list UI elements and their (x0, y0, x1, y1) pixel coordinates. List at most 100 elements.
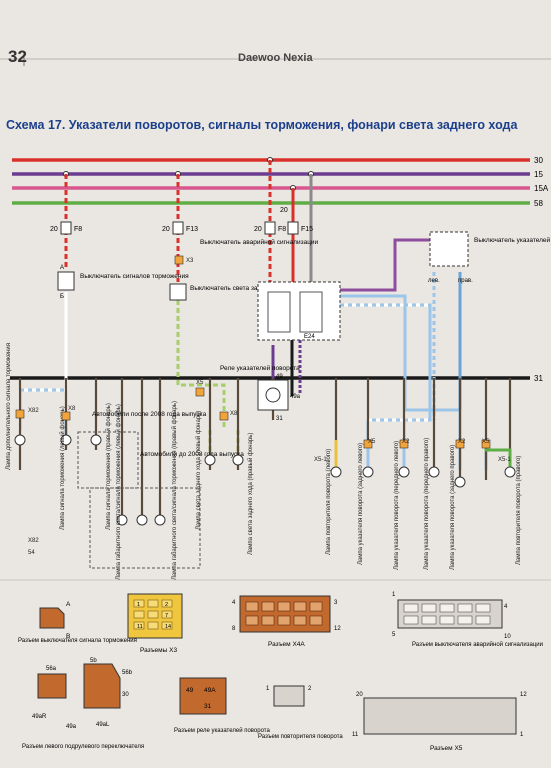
tag-x82-low: X82 (28, 538, 39, 544)
legend-x3-connector: 1 2 7 11 14 Разъемы X3 (127, 593, 183, 654)
x3-pin-11: 11 (137, 624, 143, 630)
bus-lines: 30 15 15A 58 31 (10, 156, 549, 383)
fuse-f15-label: F15 (301, 226, 313, 233)
label-turn-rear-right: Лампа указателя поворота (заднего правог… (450, 445, 456, 570)
lamp-tail-right-a (136, 514, 148, 526)
x4a-pin-3: 3 (334, 600, 338, 606)
tag-x8-reverse: X8 (230, 411, 238, 417)
legend-repeater-caption: Разъем повторителя поворота (258, 734, 343, 740)
brake-switch-label: Выключатель сигналов торможения (80, 273, 189, 280)
label-extra-brake: Лампа дополнительного сигнала торможения (6, 343, 12, 470)
tag-x5-right: X5 (482, 439, 490, 445)
x5-pin-1: 1 (520, 732, 524, 738)
ground-label: 31 (534, 374, 543, 383)
fuse-f8-right-amp: 20 (254, 226, 262, 233)
legend-x4a-caption: Разъем X4A (268, 641, 305, 648)
hazard-pin-1: 1 (392, 592, 396, 598)
fuse-f15-amp: 20 (280, 207, 288, 214)
tag-x5: X5 (196, 380, 204, 386)
column-pin-56a: 56a (46, 666, 57, 672)
tag-x82: X82 (28, 408, 39, 414)
label-reverse-right: Лампа света заднего хода (правый фонарь) (247, 433, 254, 555)
fuse-f8-right-label: F8 (278, 226, 286, 233)
lamp-turn-front-left (398, 466, 410, 478)
x4a-pin-12: 12 (334, 626, 341, 632)
repeater-pin-1: 1 (266, 686, 270, 692)
legend-x5-caption: Разъем X5 (430, 745, 463, 752)
x5-pin-11: 11 (352, 732, 359, 738)
turn-relay-label: Реле указателей поворота (220, 364, 300, 372)
relay-pin-31: 31 (276, 416, 283, 422)
relay-pin-49: 49 (276, 374, 283, 380)
hazard-switch-label: Выключатель аварийной сигнализации (200, 238, 319, 246)
label-reverse-left: Лампа света заднего хода (левый фонарь) (195, 411, 202, 530)
x3-pin-14: 14 (165, 624, 171, 630)
bus-label-58: 58 (534, 199, 543, 208)
bus-label-15a: 15A (534, 184, 549, 193)
fuse-f13 (172, 221, 184, 235)
column-pin-5b: 5b (90, 658, 97, 664)
tag-x3: X3 (186, 258, 194, 264)
legend-brake-caption: Разъем выключателя сигнала торможения (18, 638, 137, 644)
legend-x4a-connector: 4 3 8 12 Разъем X4A (232, 595, 341, 648)
legend-relay-caption: Разъем реле указателей поворота (174, 727, 270, 734)
x5-pin-20: 20 (356, 692, 363, 698)
legend-brake-pin-b: B (66, 633, 70, 640)
lamp-turn-rear-left (362, 466, 374, 478)
turn-switch: Выключатель указателей поворота лев. пра… (428, 231, 551, 284)
lamp-repeater-right (504, 466, 516, 478)
relay-legend-pin-49: 49 (186, 687, 194, 694)
label-tail-left: Лампа габаритного света/сигнала торможен… (115, 404, 122, 580)
lamp-repeater-left (330, 466, 342, 478)
legend-x3-caption: Разъемы X3 (140, 647, 177, 654)
hazard-switch: Выключатель аварийной сигнализации E24 (200, 238, 341, 341)
column-pin-49aR: 49aR (32, 714, 47, 720)
fuse-f13-label: F13 (186, 226, 198, 233)
tag-x2-right: X2 (458, 439, 466, 445)
connector-tags: X3 X5 X8 X82 X8 X5 X2 X2 X5 X5-1 X5-1 X8… (15, 255, 511, 556)
lamp-turn-front-right (428, 466, 440, 478)
lamp-reverse-right (232, 454, 244, 466)
lamp-tail-right-b (154, 514, 166, 526)
lamp-tail-left (116, 514, 128, 526)
hazard-pin-4: 4 (504, 604, 508, 610)
reverse-switch-label: Выключатель света заднего хода (190, 285, 291, 292)
tag-x8-brake: X8 (68, 406, 76, 412)
reverse-switch: Выключатель света заднего хода (169, 283, 291, 301)
label-rep-left: Лампа повторителя поворота (левого) (326, 449, 332, 555)
tag-x2-left: X2 (402, 439, 410, 445)
fuse-f15 (287, 221, 299, 235)
legend-hazard-connector: 1 4 5 10 Разъем выключателя аварийной си… (392, 592, 543, 648)
column-pin-49aL: 49aL (96, 722, 110, 728)
label-turn-rear-left: Лампа указателя поворота (заднего левого… (358, 443, 364, 565)
tag-pin-54: 54 (28, 550, 35, 556)
note-before-2008: Автомобили до 2008 года выпуска (140, 450, 244, 458)
legend-column-connector: 56a 5b 56b 30 49aR 49a 49aL Разъем левог… (22, 658, 144, 750)
fuse-f8-left-label: F8 (74, 226, 82, 233)
tag-x51-right: X5-1 (498, 457, 511, 463)
note-after-2008: Автомобили после 2008 года выпуска (92, 410, 207, 418)
column-pin-56b: 56b (122, 670, 133, 676)
label-brake-left: Лампа сигнала торможения (левый фонарь) (59, 406, 66, 530)
fuse-f8-right (264, 221, 276, 235)
label-turn-front-right: Лампа указателя поворота (переднего прав… (424, 438, 430, 570)
brake-wires (18, 174, 68, 440)
lamps (14, 434, 516, 526)
x3-pin-2: 2 (165, 602, 168, 608)
legend-brake-pin-a: A (66, 601, 71, 608)
column-pin-49a: 49a (66, 724, 77, 730)
fuse-f13-amp: 20 (162, 226, 170, 233)
lamp-extra-brake (14, 434, 26, 446)
header-bar (0, 52, 551, 66)
legend-relay-connector: 49 49A 31 Разъем реле указателей поворот… (174, 677, 270, 734)
turn-switch-label: Выключатель указателей поворота (474, 236, 551, 244)
lamp-labels: Лампа дополнительного сигнала торможения… (6, 343, 522, 580)
relay-pin-49a: 49a (290, 394, 301, 400)
page-number: 32 (8, 47, 27, 66)
bus-label-30: 30 (534, 156, 543, 165)
scheme-title: Схема 17. Указатели поворотов, сигналы т… (6, 118, 518, 132)
label-tail-right: Лампа габаритного света/сигнала торможен… (171, 401, 178, 580)
hazard-pin-10: 10 (504, 634, 511, 640)
hazard-pin-5: 5 (392, 632, 396, 638)
